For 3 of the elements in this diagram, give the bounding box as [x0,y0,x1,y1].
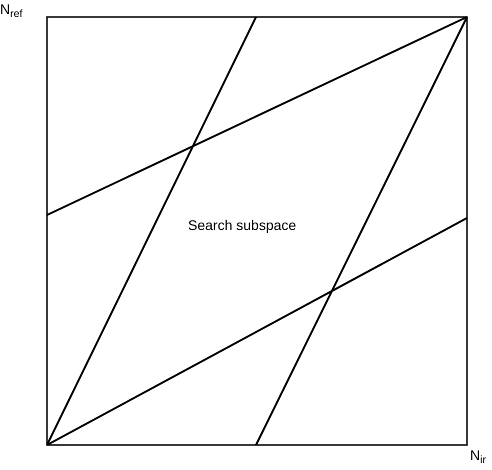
axis-label: N$_{ref}$ [0,2,22,16]
region-label: Search subspace [188,218,296,232]
axis-label: N$_{ir}$ [470,448,486,462]
